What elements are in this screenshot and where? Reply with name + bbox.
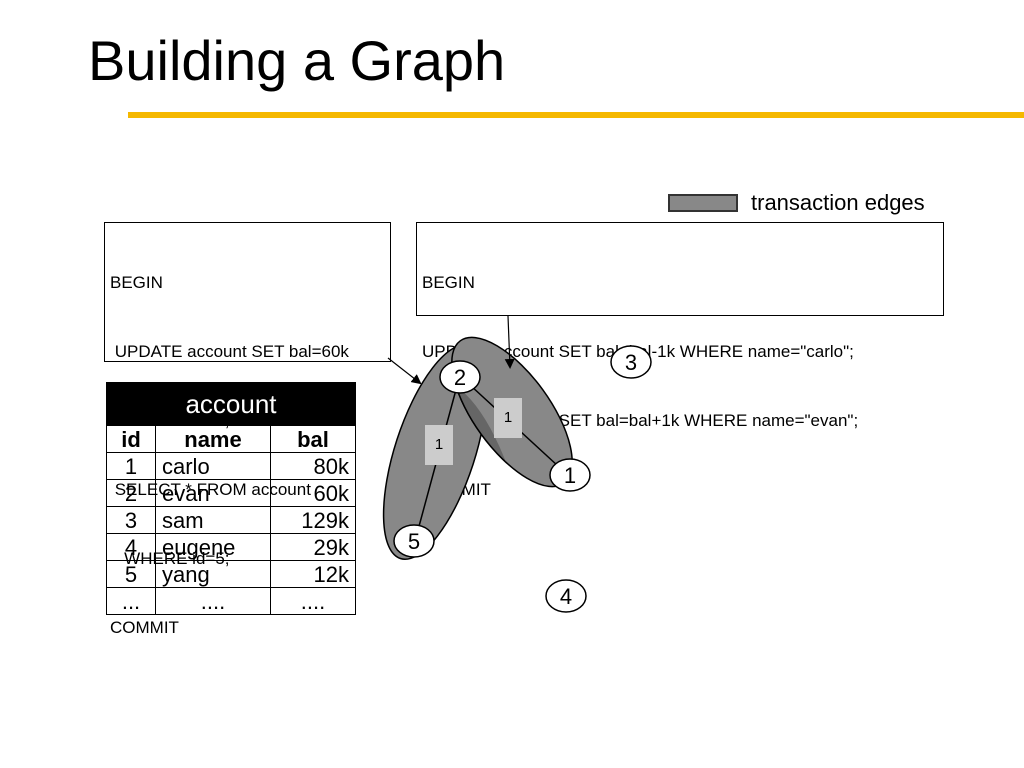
column-header-name: name — [155, 425, 271, 453]
graph-node-4: 4 — [545, 579, 587, 613]
cell-bal: 29k — [270, 533, 356, 561]
graph-node-2: 2 — [439, 360, 481, 394]
arrow-transaction-2 — [504, 315, 515, 369]
edge-weight-box — [494, 398, 522, 438]
cell-name: evan — [155, 479, 271, 507]
cell-bal: 12k — [270, 560, 356, 588]
cell-name: carlo — [155, 452, 271, 480]
cell-id: 4 — [106, 533, 156, 561]
table-row: ... .... .... — [106, 587, 356, 615]
slide-title: Building a Graph — [88, 29, 506, 92]
cell-bal: .... — [270, 587, 356, 615]
sql-line: BEGIN — [422, 273, 475, 292]
cell-id: 3 — [106, 506, 156, 534]
edge-weight-2-1: 1 — [504, 409, 512, 426]
arrow-transaction-1 — [387, 357, 422, 385]
node-label: 5 — [408, 529, 420, 554]
sql-line: BEGIN — [110, 273, 163, 292]
table-row: 3 sam 129k — [106, 506, 356, 534]
legend-swatch — [668, 194, 738, 212]
title-rule — [128, 112, 1024, 118]
sql-line: COMMIT — [110, 618, 179, 637]
legend-label: transaction edges — [751, 190, 925, 215]
column-header-bal: bal — [270, 425, 356, 453]
cell-name: .... — [155, 587, 271, 615]
cell-id: ... — [106, 587, 156, 615]
graph-node-1: 1 — [549, 458, 591, 492]
edge-weight-box — [425, 425, 453, 465]
graph-node-5: 5 — [393, 524, 435, 558]
cell-bal: 129k — [270, 506, 356, 534]
table-row: 1 carlo 80k — [106, 452, 356, 480]
cell-name: yang — [155, 560, 271, 588]
edge-weight-2-5: 1 — [435, 436, 443, 453]
node-label: 3 — [625, 350, 637, 375]
node-label: 1 — [564, 463, 576, 488]
table-caption: account — [106, 382, 356, 426]
sql-line: UPDATE account SET bal=60k — [110, 342, 349, 361]
node-label: 4 — [560, 584, 572, 609]
graph-node-3: 3 — [610, 345, 652, 379]
account-table: account id name bal 1 carlo 80k 2 evan 6… — [106, 382, 356, 615]
node-label: 2 — [454, 365, 466, 390]
table-caption-row: account — [106, 382, 356, 426]
